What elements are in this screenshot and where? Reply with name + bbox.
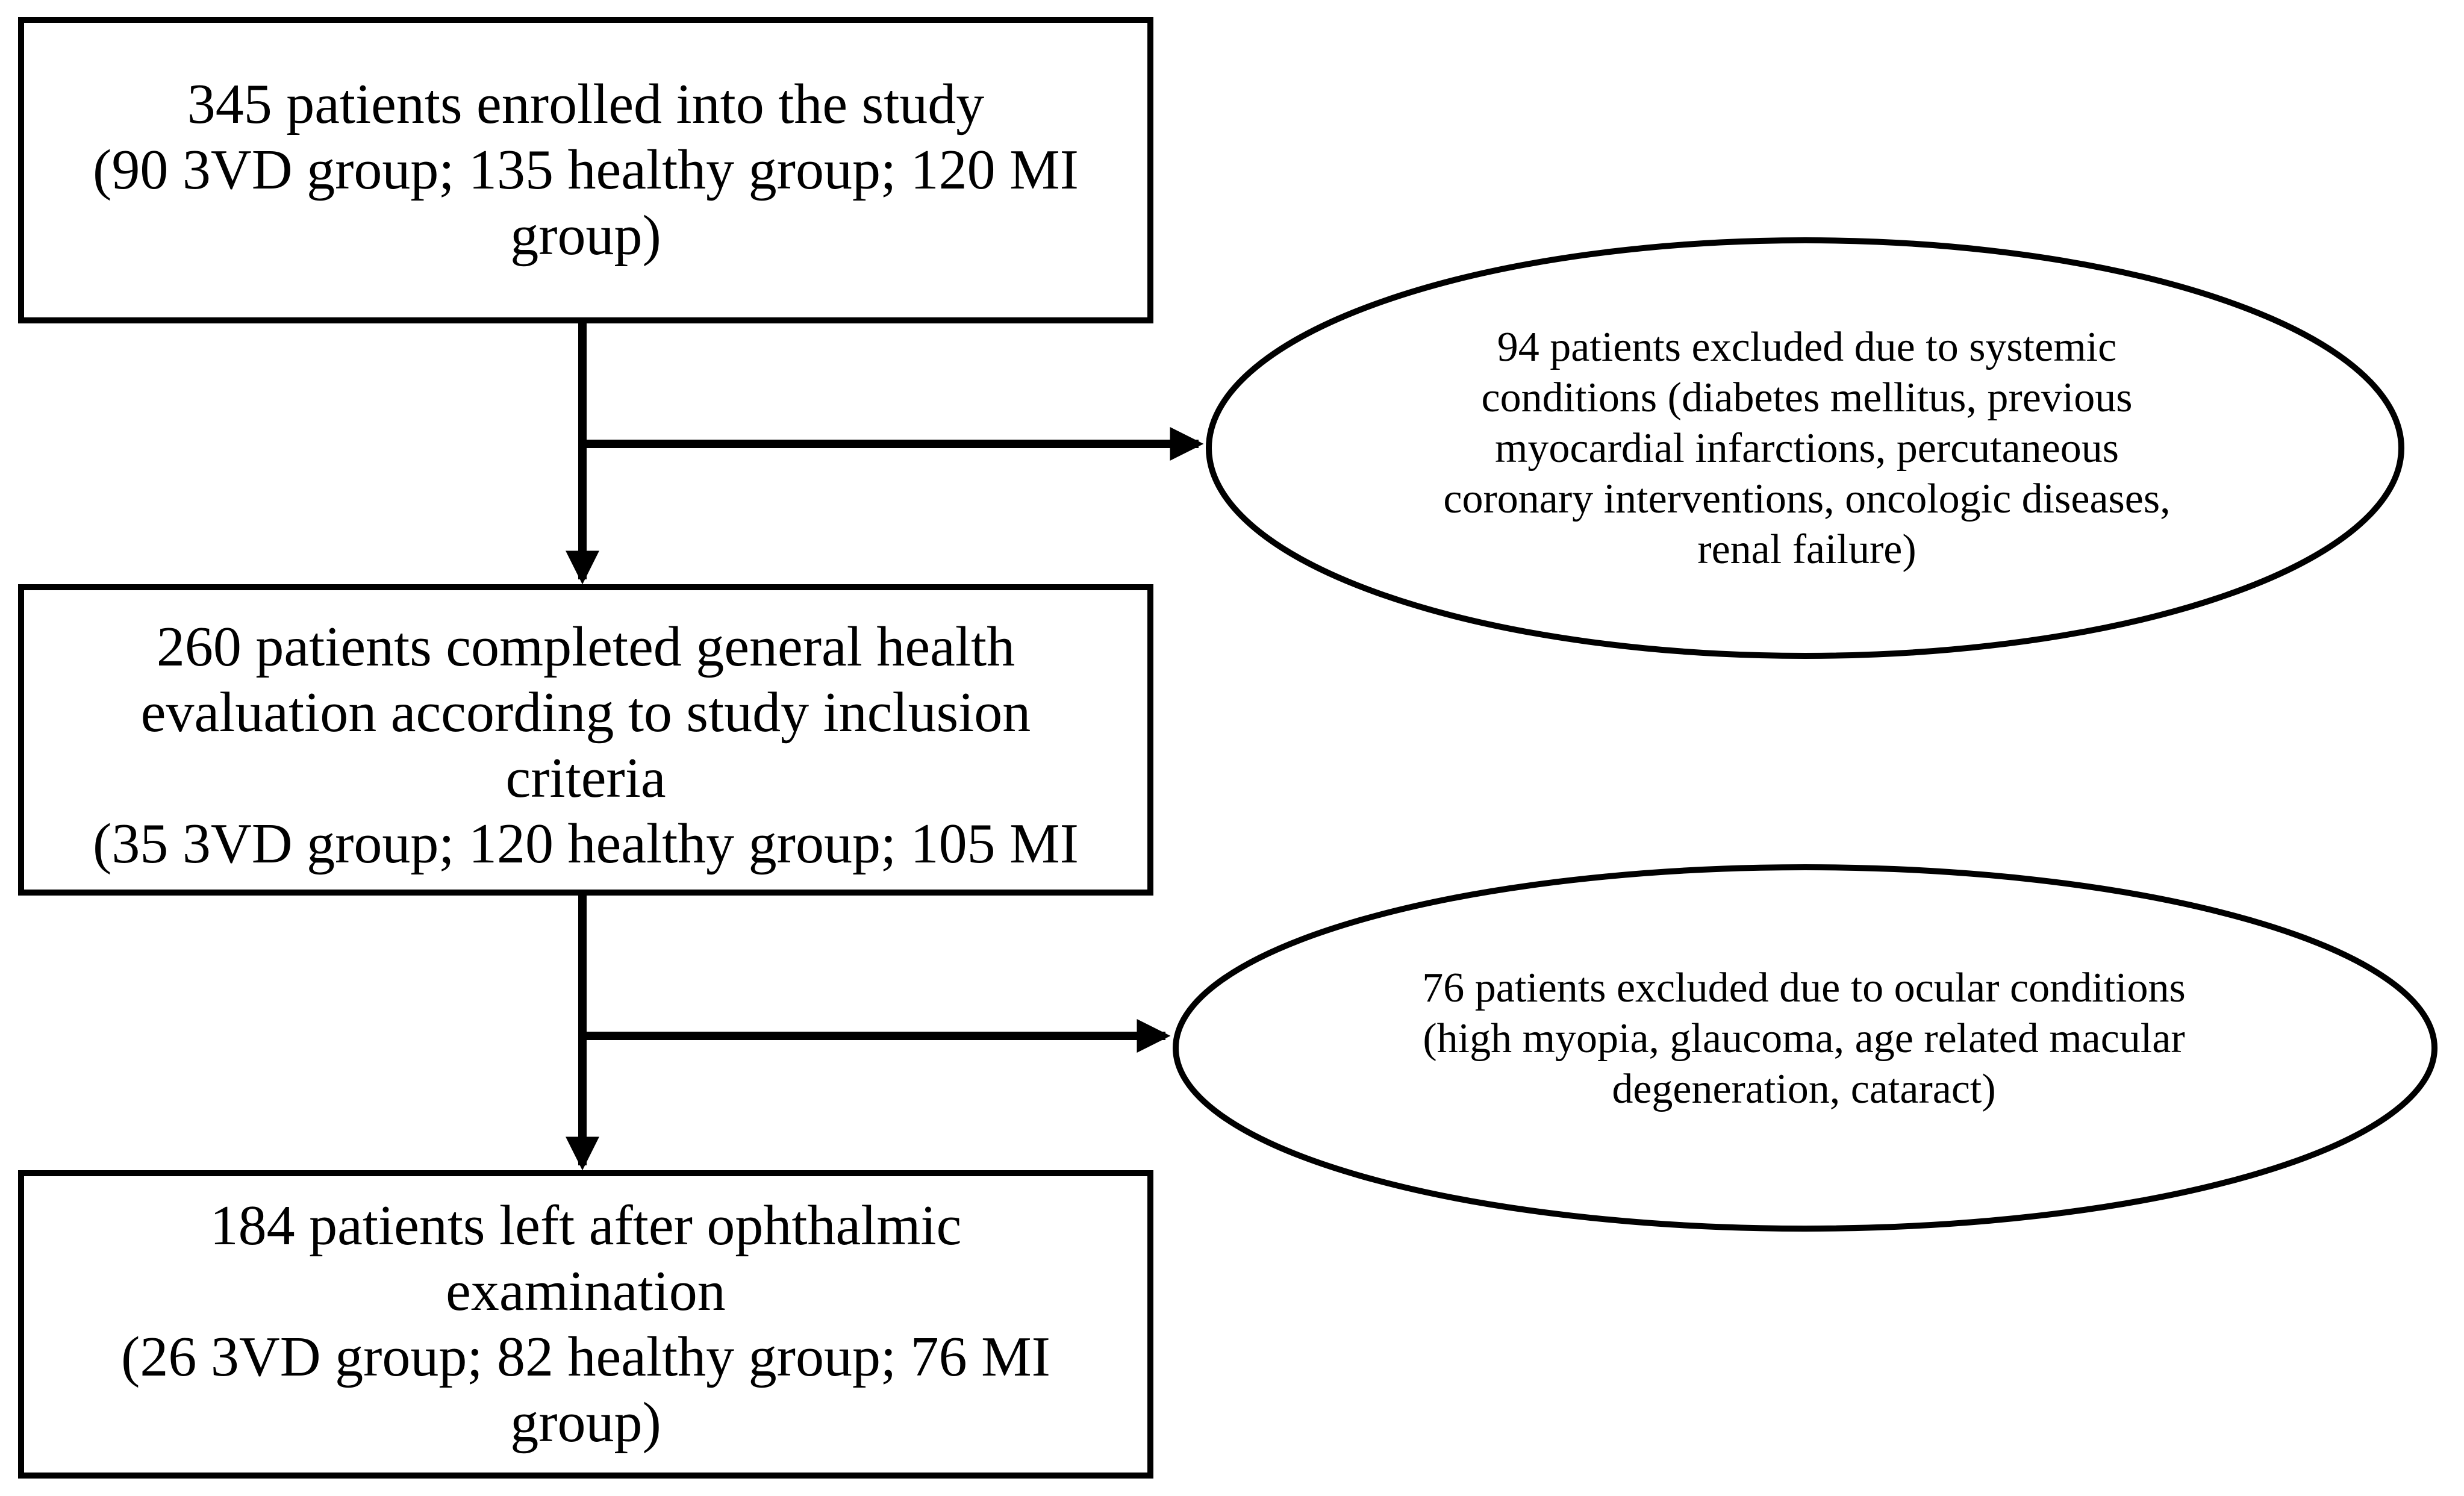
ocular-exclusion-line-2: (high myopia, glaucoma, age related macu… — [1423, 1015, 2185, 1062]
enrolled-text: 345 patients enrolled into the study (90… — [93, 72, 1079, 269]
systemic-exclusion-line-1: 94 patients excluded due to systemic — [1497, 324, 2117, 370]
exclusion1-ellipse — [1206, 237, 2404, 659]
exclusion2-ellipse — [1173, 864, 2437, 1232]
systemic-exclusion-line-5: renal failure) — [1697, 526, 1917, 573]
systemic-exclusion-line-2: conditions (diabetes mellitus, previous — [1481, 375, 2133, 421]
ophthalmic-result-line-4: group) — [510, 1391, 661, 1454]
enrolled-line-1: 345 patients enrolled into the study — [187, 72, 985, 136]
systemic-exclusion-line-4: coronary interventions, oncologic diseas… — [1443, 476, 2171, 522]
ophthalmic-result-box: 184 patients left after ophthalmic exami… — [18, 1170, 1153, 1479]
ophthalmic-result-text: 184 patients left after ophthalmic exami… — [121, 1193, 1050, 1456]
ophthalmic-result-line-2: examination — [446, 1259, 726, 1323]
health-evaluation-line-3: criteria — [505, 747, 666, 810]
ocular-exclusion-line-3: degeneration, cataract) — [1612, 1066, 1996, 1112]
ocular-exclusion-note: 76 patients excluded due to ocular condi… — [1205, 964, 2403, 1114]
ocular-exclusion-line-1: 76 patients excluded due to ocular condi… — [1422, 965, 2186, 1011]
ophthalmic-result-line-3: (26 3VD group; 82 healthy group; 76 MI — [121, 1326, 1050, 1388]
health-evaluation-line-1: 260 patients completed general health — [156, 616, 1015, 678]
systemic-exclusion-text: 94 patients excluded due to systemic con… — [1443, 322, 2170, 575]
enrolled-line-2: (90 3VD group; 135 healthy group; 120 MI — [93, 138, 1079, 201]
systemic-exclusion-note: 94 patients excluded due to systemic con… — [1265, 313, 2349, 584]
enrolled-line-3: group) — [510, 204, 661, 267]
ophthalmic-result-line-1: 184 patients left after ophthalmic — [210, 1194, 962, 1257]
health-evaluation-text: 260 patients completed general health ev… — [93, 614, 1079, 877]
health-evaluation-line-4: (35 3VD group; 120 healthy group; 105 MI — [93, 812, 1079, 876]
enrolled-box: 345 patients enrolled into the study (90… — [18, 17, 1153, 323]
ocular-exclusion-text: 76 patients excluded due to ocular condi… — [1422, 964, 2185, 1114]
health-evaluation-box: 260 patients completed general health ev… — [18, 584, 1153, 896]
systemic-exclusion-line-3: myocardial infarctions, percutaneous — [1494, 425, 2119, 472]
health-evaluation-line-2: evaluation according to study inclusion — [140, 681, 1031, 744]
